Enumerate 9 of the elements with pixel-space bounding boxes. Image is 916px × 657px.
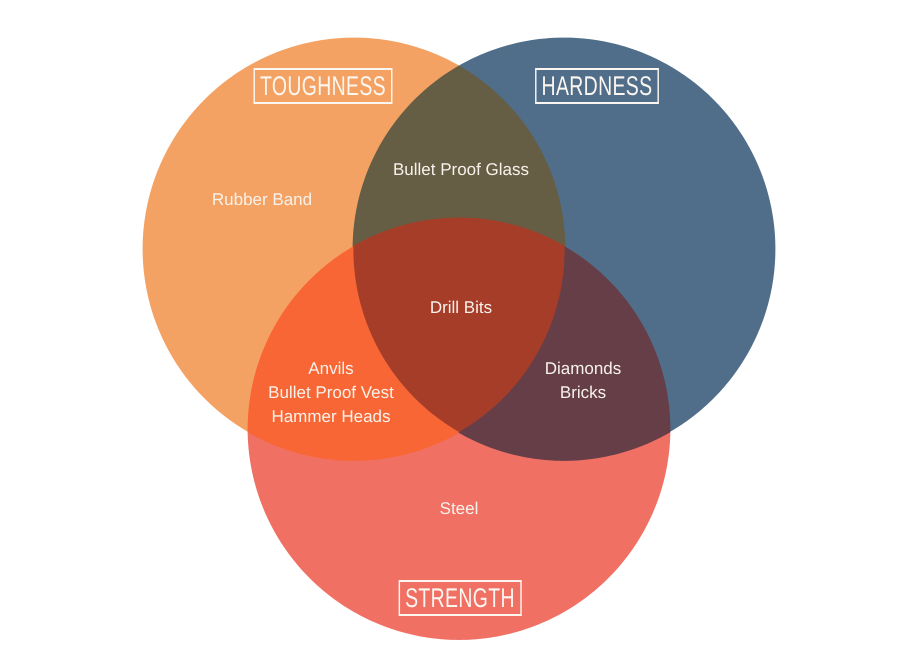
- material-label: Rubber Band: [212, 188, 312, 211]
- set-title: HARDNESS: [535, 68, 659, 104]
- set-title: TOUGHNESS: [254, 68, 392, 104]
- material-label: Diamonds Bricks: [544, 358, 622, 404]
- material-label: Anvils Bullet Proof Vest Hammer Heads: [268, 358, 394, 428]
- material-label: Bullet Proof Glass: [392, 158, 530, 181]
- material-label: Steel: [440, 498, 478, 520]
- set-title: STRENGTH: [398, 580, 522, 616]
- material-label: Drill Bits: [430, 297, 492, 319]
